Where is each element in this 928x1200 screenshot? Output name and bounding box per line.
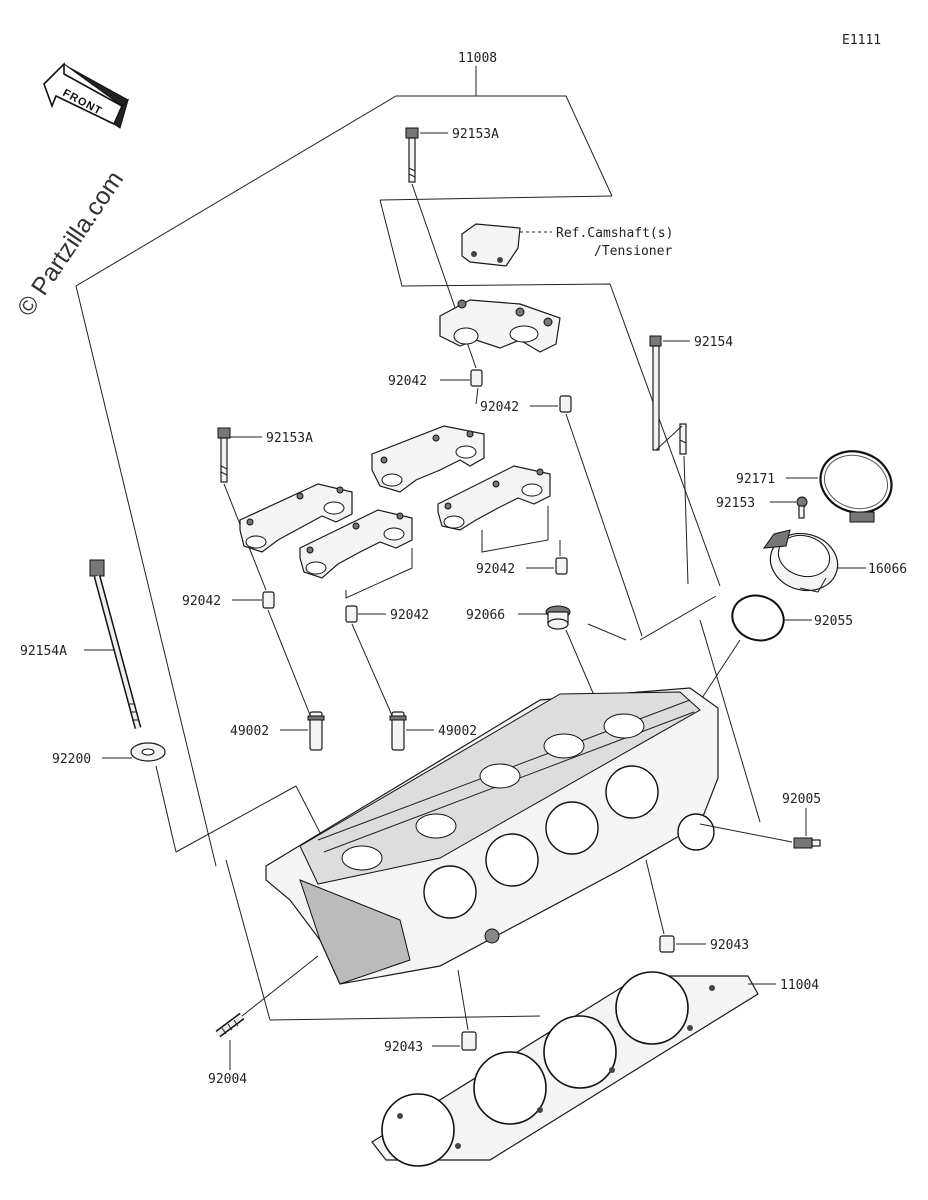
- clamp-92171: [819, 450, 893, 523]
- cam-cap-top: [439, 299, 561, 353]
- label-92171: 92171: [736, 472, 775, 487]
- cam-cap-upper-right: [371, 425, 485, 493]
- dowel-92042-center: [345, 605, 358, 623]
- label-92042-mid: 92042: [480, 400, 519, 415]
- label-92042-top: 92042: [388, 374, 427, 389]
- label-16066: 16066: [868, 562, 907, 577]
- label-92200: 92200: [52, 752, 91, 767]
- stud-92154a: [89, 559, 142, 729]
- camshaft-ref-bracket: [461, 223, 521, 267]
- ref-note-line2: /Tensioner: [594, 244, 672, 259]
- valve-guide-49002-left: [307, 711, 325, 751]
- label-92066: 92066: [466, 608, 505, 623]
- screw-92153: [796, 496, 808, 519]
- label-92154a: 92154A: [20, 644, 67, 659]
- bolt-92154: [649, 335, 687, 455]
- dowel-92042-top: [470, 369, 483, 387]
- label-92055: 92055: [814, 614, 853, 629]
- washer-92200: [130, 742, 166, 762]
- dowel-92043-bottom: [461, 1031, 477, 1051]
- label-92005: 92005: [782, 792, 821, 807]
- dowel-92043-right: [659, 935, 675, 953]
- dowel-92042-mid: [559, 395, 572, 413]
- stud-92004: [215, 1012, 245, 1038]
- cam-cap-right: [437, 465, 551, 531]
- head-gasket-11004: [371, 971, 759, 1167]
- fitting-92005: [793, 837, 821, 849]
- drawing-code: E1111: [842, 33, 881, 48]
- watermark: © Partzilla.com: [12, 166, 129, 321]
- cam-cap-center: [299, 509, 413, 579]
- label-92042-left: 92042: [182, 594, 221, 609]
- label-92043-right: 92043: [710, 938, 749, 953]
- label-11004: 11004: [780, 978, 819, 993]
- bolt-92153a-left: [217, 427, 231, 483]
- oring-92055: [731, 594, 785, 642]
- holder-16066: [762, 529, 839, 593]
- front-arrow-icon: FRONT: [43, 62, 130, 129]
- label-92042-center: 92042: [390, 608, 429, 623]
- dowel-92042-left: [262, 591, 275, 609]
- cam-cap-left: [239, 483, 353, 553]
- label-92043-bottom: 92043: [384, 1040, 423, 1055]
- dowel-92042-right: [555, 557, 568, 575]
- label-92153: 92153: [716, 496, 755, 511]
- label-49002-left: 49002: [230, 724, 269, 739]
- bolt-92153a-top: [405, 127, 419, 183]
- plug-92066: [545, 605, 571, 630]
- ref-note-line1: Ref.Camshaft(s): [556, 226, 673, 241]
- label-92042-right: 92042: [476, 562, 515, 577]
- label-92153a-left: 92153A: [266, 431, 313, 446]
- label-92004: 92004: [208, 1072, 247, 1087]
- label-92154: 92154: [694, 335, 733, 350]
- cylinder-head: [265, 687, 719, 985]
- label-49002-right: 49002: [438, 724, 477, 739]
- label-11008: 11008: [458, 51, 497, 66]
- valve-guide-49002-right: [389, 711, 407, 751]
- label-92153a-top: 92153A: [452, 127, 499, 142]
